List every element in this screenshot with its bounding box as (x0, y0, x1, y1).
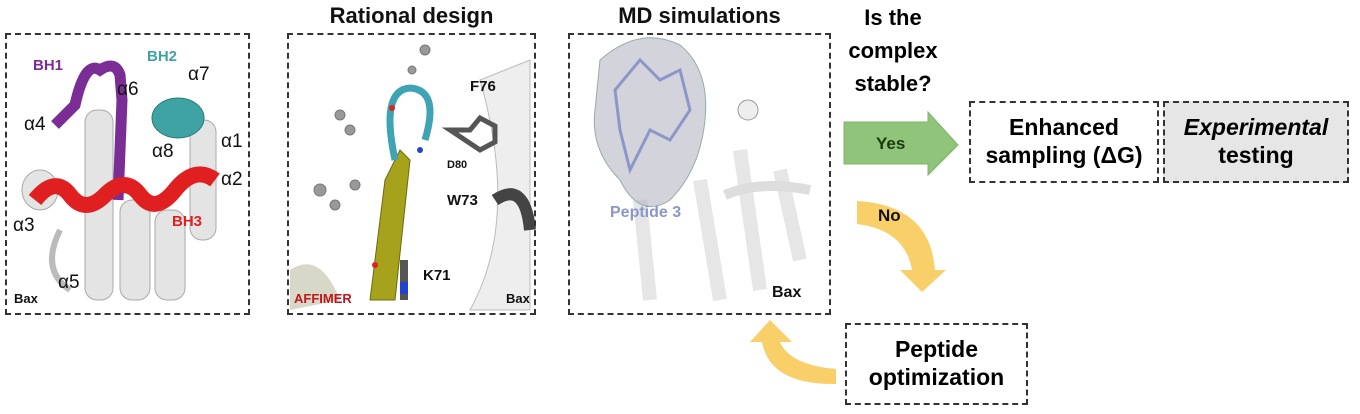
label-bax-2: Bax (506, 291, 530, 306)
label-bax: Bax (14, 291, 38, 306)
experimental-line1: Experimental (1183, 114, 1329, 141)
question-line: Is the (864, 4, 922, 30)
rational-design-title: Rational design (329, 3, 494, 28)
yes-arrow (843, 110, 959, 177)
question-line: stable? (854, 70, 932, 96)
label-d80: D80 (447, 159, 468, 171)
return-arrow (750, 320, 836, 385)
bh2-helix (151, 97, 205, 139)
no-arrow (857, 201, 946, 292)
label-a2: α2 (221, 169, 243, 190)
label-a4: α4 (24, 114, 46, 135)
enhanced-sampling-box: Enhanced sampling (ΔG) (969, 101, 1159, 183)
optimization-line2: optimization (868, 364, 1005, 390)
affimer-strand (369, 149, 411, 301)
enhanced-line1: Enhanced (1009, 114, 1119, 141)
label-peptide-3: Peptide 3 (610, 204, 682, 221)
label-a3: α3 (13, 215, 35, 236)
label-bax-3: Bax (772, 284, 802, 301)
experimental-testing-box: Experimental testing (1163, 101, 1349, 183)
md-simulations-title: MD simulations (618, 3, 781, 28)
rational-design-panel (287, 33, 536, 315)
md-simulation-image (593, 37, 811, 302)
question-line: complex (848, 37, 938, 63)
rational-design-image (290, 44, 536, 311)
label-bh3: BH3 (172, 213, 203, 230)
label-a1: α1 (221, 131, 243, 152)
bh1-helix (51, 60, 128, 201)
decision-question: Is the complex stable? (838, 2, 948, 98)
label-a6: α6 (117, 79, 139, 100)
bax-structure-image (21, 60, 220, 301)
bax-structure-panel (5, 33, 250, 315)
label-f76: F76 (470, 78, 496, 95)
yes-label: Yes (876, 134, 906, 153)
md-simulations-panel (568, 33, 831, 315)
label-a7: α7 (188, 64, 210, 85)
label-w73: W73 (447, 192, 478, 209)
label-bh1: BH1 (33, 57, 64, 74)
bh3-helix (28, 166, 220, 213)
label-k71: K71 (423, 267, 451, 284)
label-affimer: AFFIMER (294, 291, 352, 306)
label-a5: α5 (58, 272, 80, 293)
enhanced-line2: sampling (ΔG) (985, 142, 1143, 168)
optimization-line1: Peptide (894, 336, 979, 363)
peptide-optimization-box: Peptide optimization (845, 323, 1028, 405)
no-label: No (878, 206, 901, 225)
experimental-line2: testing (1218, 142, 1294, 168)
label-bh2: BH2 (147, 48, 178, 65)
helix-a6 (154, 209, 186, 301)
label-a8: α8 (152, 141, 174, 162)
affimer-loop (386, 84, 434, 161)
